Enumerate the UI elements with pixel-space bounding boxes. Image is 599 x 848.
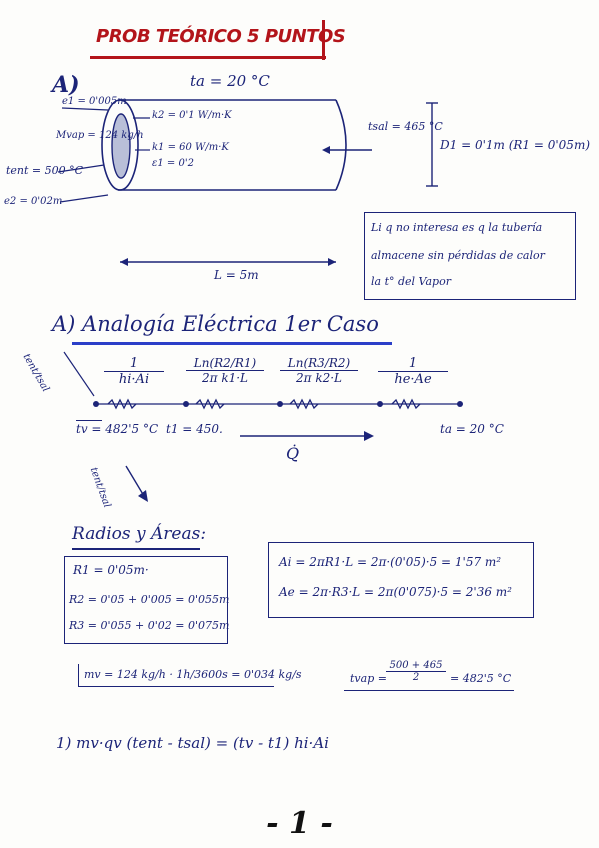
note-line-1: Li q no interesa es q la tubería	[371, 221, 543, 234]
inlet-temp: tent = 500 °C	[6, 164, 84, 177]
title-vertical-bar	[322, 20, 325, 60]
mass-flow-conversion: mv = 124 kg/h · 1h/3600s = 0'034 kg/s	[84, 668, 302, 681]
pipe-end-outer	[101, 99, 139, 191]
steam-mass-flow: Mvap = 124 kg/h	[56, 130, 144, 141]
analogy-heading: A) Analogía Eléctrica 1er Caso	[52, 312, 379, 336]
outlet-temp: tsal = 465 °C	[368, 120, 443, 133]
pipe-end-inner	[111, 113, 131, 179]
r3-denominator: 2π k2·L	[295, 371, 343, 385]
note-line-3: la t° del Vapor	[371, 275, 451, 288]
note-line-2: almacene sin pérdidas de calor	[371, 249, 545, 262]
conductivity-k1: k1 = 60 W/m·K	[152, 142, 229, 153]
tvap-denominator: 2	[412, 672, 420, 683]
tvap-numerator: 500 + 465	[386, 660, 446, 672]
radii-heading-underline	[72, 548, 200, 550]
wall-temp: t1 = 450.	[166, 422, 223, 436]
page-title: PROB TEÓRICO 5 PUNTOS	[96, 26, 346, 47]
resistance-conduction-insulation: Ln(R3/R2) 2π k2·L	[280, 356, 358, 385]
ambient-temp-circuit: ta = 20 °C	[440, 422, 504, 436]
heat-rate: Q̇	[286, 444, 300, 463]
energy-equation: 1) mv·qv (tent - tsal) = (tv - t1) hi·Ai	[56, 734, 329, 752]
conductivity-k2: k2 = 0'1 W/m·K	[152, 110, 232, 121]
r2-denominator: 2π k1·L	[201, 371, 249, 385]
resistor-3	[289, 398, 319, 410]
resistor-4	[391, 398, 421, 410]
resistance-conduction-wall: Ln(R2/R1) 2π k1·L	[186, 356, 264, 385]
thickness-e2: e2 = 0'02m	[4, 196, 63, 207]
pipe-end-right	[335, 99, 347, 191]
r4-numerator: 1	[378, 356, 448, 372]
diameter-d1: D1 = 0'1m (R1 = 0'05m)	[440, 138, 590, 152]
radius-r2: R2 = 0'05 + 0'005 = 0'055m	[69, 593, 230, 606]
tvap-lhs: tvap =	[350, 672, 387, 685]
resistor-2	[195, 398, 225, 410]
steam-temp: tv = 482'5 °C	[76, 422, 159, 436]
radii-box: R1 = 0'05m· R2 = 0'05 + 0'005 = 0'055m R…	[64, 556, 230, 644]
area-outer: Ae = 2π·R3·L = 2π(0'075)·5 = 2'36 m²	[279, 585, 512, 599]
r3-numerator: Ln(R3/R2)	[280, 356, 358, 371]
emissivity-eps1: ε1 = 0'2	[152, 158, 194, 169]
analogy-heading-underline	[72, 342, 392, 345]
resistance-convection-outer: 1 he·Ae	[378, 356, 448, 387]
tvap-underline	[344, 690, 514, 692]
r2-numerator: Ln(R2/R1)	[186, 356, 264, 371]
tvap-fraction: 500 + 465 2	[386, 660, 446, 683]
resistance-convection-inner: 1 hi·Ai	[104, 356, 164, 387]
title-underline	[90, 56, 326, 59]
radii-heading: Radios y Áreas:	[72, 524, 207, 544]
areas-box: Ai = 2πR1·L = 2π·(0'05)·5 = 1'57 m² Ae =…	[268, 542, 534, 618]
pipe-length: L = 5m	[214, 268, 259, 282]
radius-r1: R1 = 0'05m·	[73, 563, 149, 577]
r4-denominator: he·Ae	[394, 372, 432, 387]
mv-left-bar	[78, 664, 81, 686]
r1-denominator: hi·Ai	[118, 372, 150, 387]
mv-underline	[78, 686, 274, 688]
ambient-temp: ta = 20 °C	[190, 72, 270, 90]
tvap-result: = 482'5 °C	[450, 672, 512, 685]
resistor-1	[107, 398, 137, 410]
radius-r3: R3 = 0'055 + 0'02 = 0'075m	[69, 619, 230, 632]
page-number: - 1 -	[266, 806, 333, 841]
area-inner: Ai = 2πR1·L = 2π·(0'05)·5 = 1'57 m²	[279, 555, 502, 569]
note-box: Li q no interesa es q la tubería almacen…	[364, 212, 576, 300]
r1-numerator: 1	[104, 356, 164, 372]
thickness-e1: e1 = 0'005m	[62, 96, 127, 107]
steam-temp-overbar	[76, 420, 102, 422]
section-a-label: A)	[52, 72, 80, 98]
